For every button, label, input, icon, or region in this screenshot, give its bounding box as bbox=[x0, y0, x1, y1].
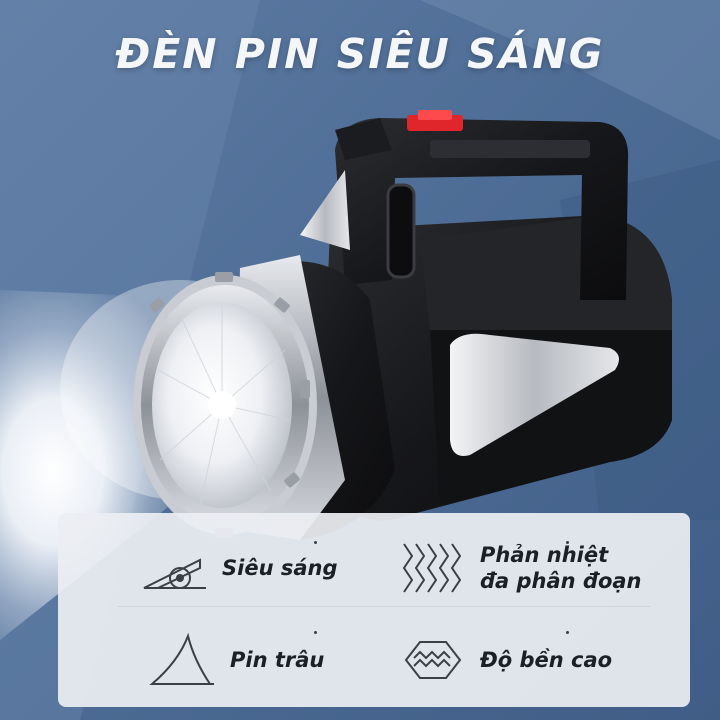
feature-label: Độ bền cao bbox=[480, 648, 613, 672]
durability-icon bbox=[404, 641, 462, 679]
feature-label-line-2: đa phân đoạn bbox=[480, 569, 642, 593]
reflector-icon bbox=[402, 543, 462, 593]
feature-label-line-1: Phản nhiệt bbox=[480, 543, 609, 567]
feature-item-super-bright: Siêu sáng bbox=[140, 540, 337, 596]
separator-dot bbox=[314, 631, 317, 634]
feature-item-durability: Độ bền cao bbox=[398, 632, 612, 688]
divider bbox=[118, 606, 650, 607]
page-title: ĐÈN PIN SIÊU SÁNG bbox=[115, 30, 605, 78]
feature-item-long-battery: Pin trâu bbox=[148, 632, 324, 688]
feature-label: Pin trâu bbox=[230, 648, 325, 672]
beam-icon bbox=[143, 558, 206, 589]
separator-dot bbox=[566, 541, 569, 544]
separator-dot bbox=[314, 541, 317, 544]
battery-fin-icon bbox=[149, 632, 214, 685]
feature-label: Siêu sáng bbox=[222, 556, 338, 580]
separator-dot bbox=[566, 631, 569, 634]
feature-item-reflector: Phản nhiệt đa phân đoạn bbox=[398, 540, 642, 596]
